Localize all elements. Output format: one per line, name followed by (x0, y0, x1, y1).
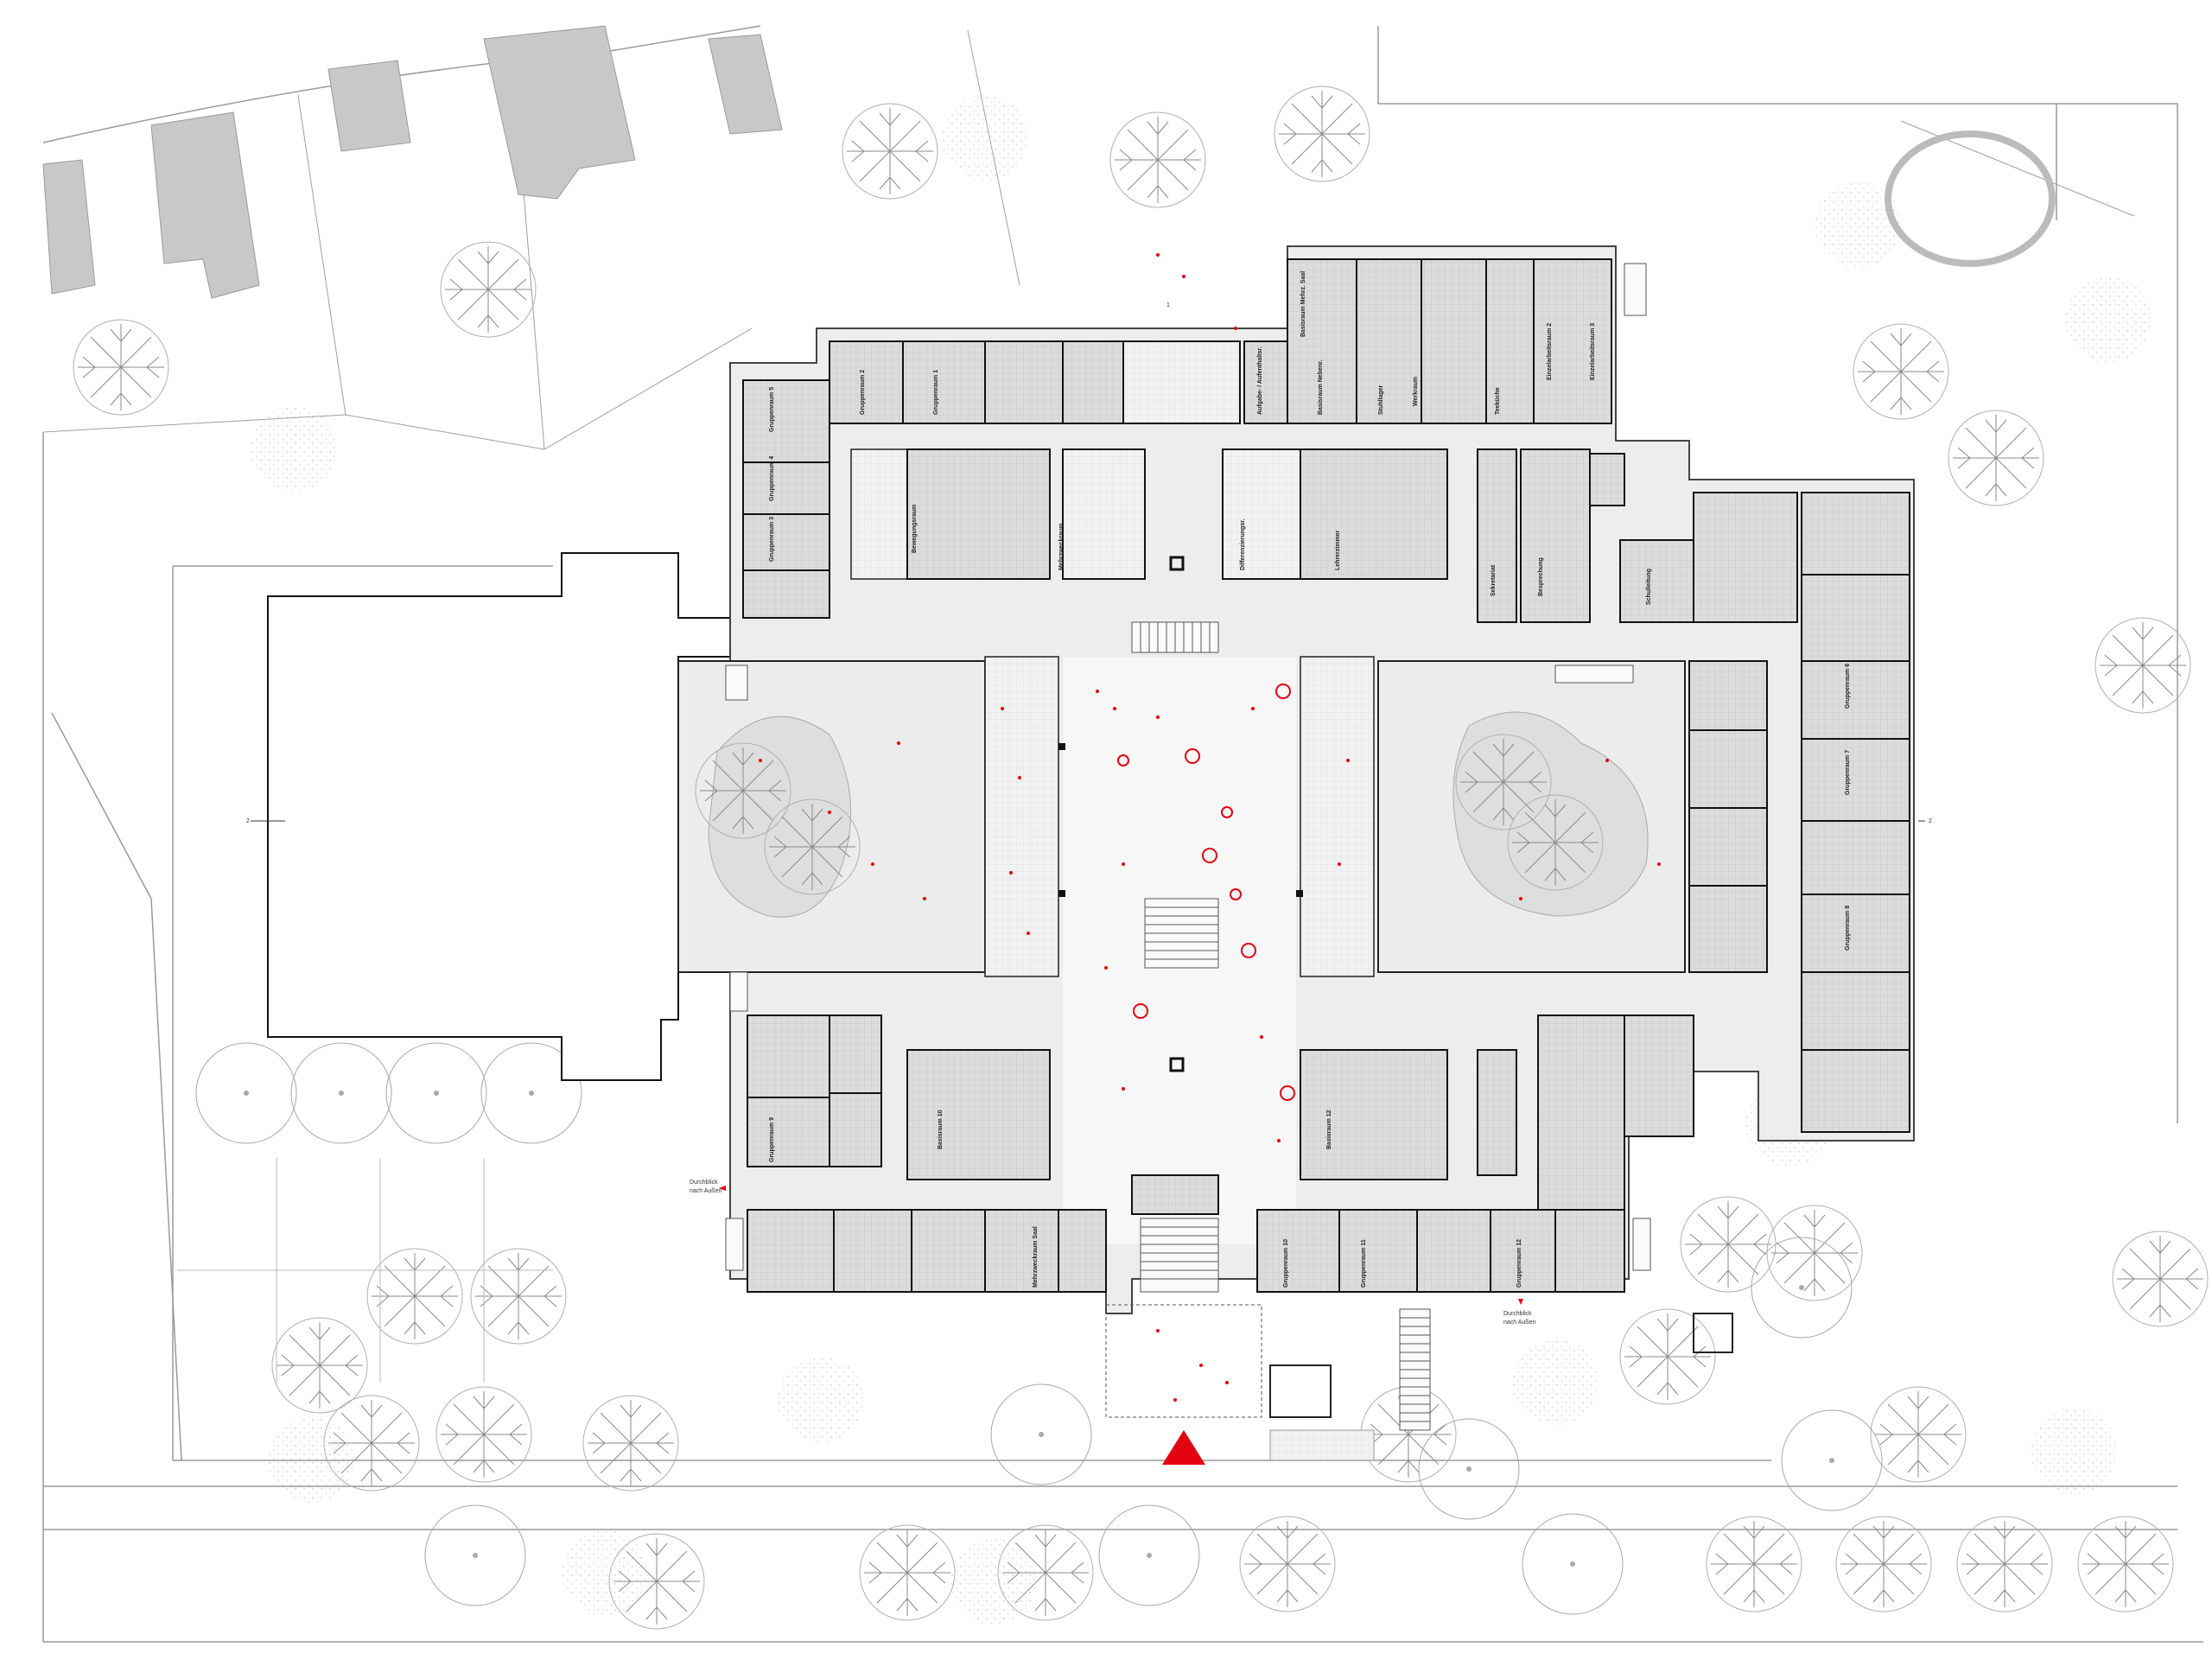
view-note-left: Durchblick (690, 1180, 718, 1186)
section-mark-top: 1 (1166, 302, 1170, 308)
view-note-bottom: nach Außen (1503, 1320, 1535, 1326)
courtyard-east-island (1452, 711, 1649, 917)
room-label: Gruppenraum 8 (1845, 906, 1851, 951)
room-label: Gruppenraum 11 (1361, 1239, 1367, 1288)
room-label: Mehrzweckraum Saal (1033, 1226, 1039, 1288)
school-building (677, 245, 1915, 1431)
room-label: Teeküche (1495, 387, 1501, 415)
room-label: Gruppenraum 6 (1845, 664, 1851, 709)
room-label: Einzelarbeitsraum 2 (1547, 323, 1553, 380)
room-label: Basisraum 12 (1326, 1110, 1332, 1149)
bench (1693, 1313, 1733, 1353)
room-label: Gruppenraum 10 (1283, 1239, 1289, 1288)
room-label: Schulleitung (1646, 569, 1652, 605)
room-label: Werkraum (1413, 377, 1419, 406)
room-label: Gruppenraum 1 (933, 370, 939, 415)
view-note-left: nach Außen (690, 1188, 721, 1194)
main-entrance-marker (1162, 1430, 1205, 1465)
room-label: Basisraum Nebenr. (1318, 360, 1324, 415)
room-label: Gruppenraum 5 (769, 387, 775, 432)
room-label: Gruppenraum 4 (769, 456, 775, 501)
room-label: Gruppenraum 9 (769, 1117, 775, 1162)
neighbor-buildings (42, 25, 783, 299)
bin-enclosure (1269, 1364, 1332, 1418)
south-rooms (747, 1014, 1694, 1293)
site-lines (42, 25, 2203, 1643)
room-label: Besprechung (1538, 557, 1544, 596)
bike-racks (1269, 1429, 1375, 1461)
section-mark-left: 2 (246, 818, 250, 824)
room-label: Basisraum 10 (938, 1110, 944, 1149)
people-dots (759, 253, 1661, 1402)
columns (1058, 556, 1303, 1072)
room-label: Lehrerzimmer (1335, 530, 1341, 570)
room-label: Gruppenraum 12 (1516, 1239, 1522, 1288)
north-rooms (742, 258, 1612, 619)
courtyard-west-island (708, 716, 852, 918)
room-label: Stuhllager (1378, 385, 1384, 415)
room-label: Differenzierungsr. (1240, 518, 1246, 570)
entry-forecourt (1105, 1304, 1262, 1418)
existing-building-outline (267, 552, 779, 1081)
running-track (1885, 130, 2056, 267)
stairs (725, 263, 1651, 1431)
room-label: Bewegungsraum (912, 505, 918, 553)
room-labels: Gruppenraum 5 Gruppenraum 4 Gruppenraum … (769, 271, 1851, 1288)
parking-stalls (177, 1158, 553, 1383)
room-label: Gruppenraum 2 (860, 370, 866, 415)
room-label: Mehrzweckraum (1058, 524, 1065, 570)
room-label: Gruppenraum 7 (1845, 750, 1851, 795)
room-label: Basisraum Mehrz. Saal (1300, 271, 1306, 337)
east-rooms (1688, 660, 1910, 1133)
room-label: Sekretariat (1491, 564, 1497, 596)
annotations: 2 2 1 Durchblick nach Außen Durchblick n… (246, 302, 1932, 1326)
room-label: Einzelarbeitsraum 3 (1590, 323, 1596, 380)
section-mark-right: 2 (1929, 818, 1932, 824)
north-courts (850, 448, 1910, 662)
room-label: Gruppenraum 3 (769, 517, 775, 562)
view-note-bottom: Durchblick (1503, 1311, 1532, 1317)
room-label: Aufgabe- / Aufenthaltsr. (1257, 347, 1263, 415)
furniture-accents (1117, 684, 1295, 1101)
